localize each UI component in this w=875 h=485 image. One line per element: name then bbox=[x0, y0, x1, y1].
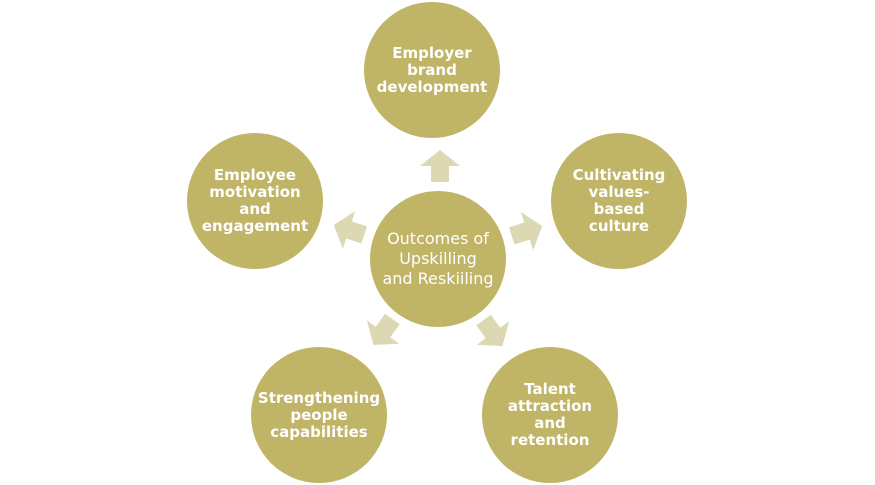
center-node: Outcomes of Upskilling and Reskiiling bbox=[370, 191, 506, 327]
node-employer-brand: Employer brand development bbox=[364, 2, 500, 138]
arrow-upper-right bbox=[509, 211, 543, 251]
node-people-capabilities-label: Strengthening people capabilities bbox=[257, 388, 381, 441]
node-talent-attraction: Talent attraction and retention bbox=[482, 347, 618, 483]
arrow-lower-left bbox=[366, 313, 400, 345]
node-values-culture-label: Cultivating values-based culture bbox=[572, 166, 666, 235]
node-employee-motivation: Employee motivation and engagement bbox=[187, 133, 323, 269]
center-label: Outcomes of Upskilling and Reskiiling bbox=[382, 229, 494, 288]
node-employee-motivation-label: Employee motivation and engagement bbox=[201, 166, 309, 235]
node-talent-attraction-label: Talent attraction and retention bbox=[507, 380, 593, 449]
node-employer-brand-label: Employer brand development bbox=[376, 43, 488, 96]
arrow-lower-right bbox=[476, 314, 510, 346]
arrow-upper-left bbox=[333, 210, 367, 250]
node-values-culture: Cultivating values-based culture bbox=[551, 133, 687, 269]
arrow-up bbox=[420, 150, 460, 182]
node-people-capabilities: Strengthening people capabilities bbox=[251, 347, 387, 483]
